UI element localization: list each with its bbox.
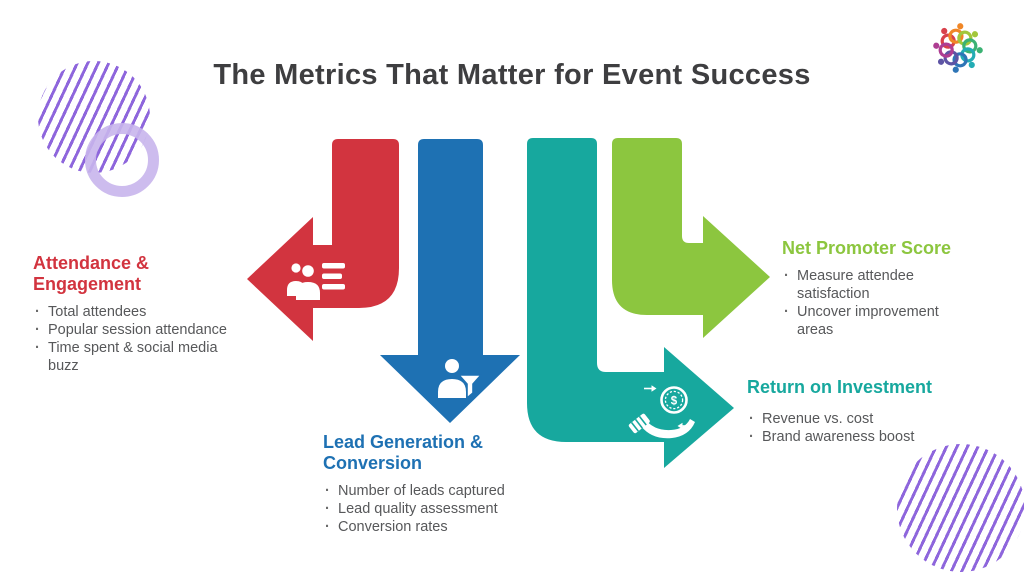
logo-swirl [937,50,959,66]
section-attendance-engagement: Attendance & Engagement Total attendees … [33,253,248,375]
section-heading: Lead Generation & Conversion [323,432,484,473]
lead-funnel-icon [438,359,483,400]
bullet-item: Revenue vs. cost [747,410,987,428]
section-return-on-investment: Return on Investment Revenue vs. cost Br… [747,377,987,446]
bullet-item: Measure attendee satisfaction [782,267,972,303]
logo-swirl [948,23,964,44]
attendees-list-icon [287,263,345,300]
bullet-item: Uncover improvement areas [782,303,972,339]
hand-coin-icon: $ [628,385,695,439]
section-heading: Return on Investment [747,377,933,397]
section-heading: Attendance & Engagement [33,253,150,294]
bullet-item: Popular session attendance [33,321,238,339]
bullet-list: Measure attendee satisfaction Uncover im… [782,267,972,339]
bullet-item: Total attendees [33,303,238,321]
logo-swirl [962,38,983,54]
ring-decoration [85,123,159,197]
logo-swirl [957,30,979,46]
bullet-item: Time spent & social media buzz [33,339,238,375]
svg-text:$: $ [671,396,678,408]
bullet-list: Total attendees Popular session attendan… [33,303,238,375]
striped-circle-decoration-bottom-right [897,444,1024,572]
logo-swirl [960,47,976,69]
logo-swirl [940,27,956,49]
bullet-item: Brand awareness boost [747,428,987,446]
bullet-item: Number of leads captured [323,482,538,500]
bullet-list: Revenue vs. cost Brand awareness boost [747,410,987,446]
logo-swirl [933,42,954,58]
bullet-item: Conversion rates [323,518,538,536]
roi-arrow [527,138,734,468]
attendance-arrow [247,139,399,341]
bullet-list: Number of leads captured Lead quality as… [323,482,538,536]
section-heading: Net Promoter Score [782,238,952,258]
bullet-item: Lead quality assessment [323,500,538,518]
lead-arrow [380,139,520,423]
exchange-arrows-icon [644,385,690,430]
section-net-promoter-score: Net Promoter Score Measure attendee sati… [782,238,1022,339]
community-swirl-logo [933,23,983,73]
section-lead-generation: Lead Generation & Conversion Number of l… [323,432,538,536]
logo-swirl [952,52,968,73]
page-title: The Metrics That Matter for Event Succes… [213,59,811,92]
nps-arrow [612,138,770,338]
